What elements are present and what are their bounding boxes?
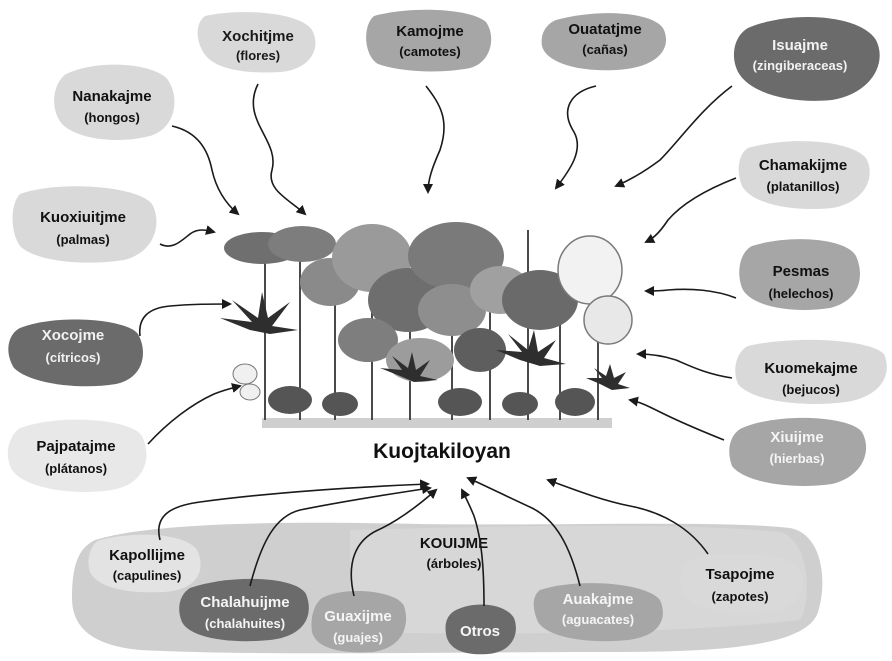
arrow-chalahuijme	[249, 484, 432, 587]
blob-kamojme	[366, 9, 492, 72]
sublabel-xochitjme: (flores)	[236, 48, 280, 63]
blob-auakajme	[533, 583, 663, 642]
arrow-otros	[461, 488, 485, 607]
blob-pajpatajme	[7, 419, 147, 492]
sublabel-xiuijme: (hierbas)	[770, 451, 825, 466]
blob-chalahuijme	[179, 578, 309, 642]
blob-tsapojme	[680, 553, 803, 614]
label-chalahuijme: Chalahuijme	[200, 594, 289, 611]
label-kuoxiuitjme: Kuoxiuitjme	[40, 209, 126, 226]
arrow-tsapojme	[546, 478, 709, 555]
arrow-xochitjme	[252, 83, 307, 216]
sublabel-pesmas: (helechos)	[768, 286, 833, 301]
arrow-nanakajme	[171, 125, 240, 216]
sublabel-isuajme: (zingiberaceas)	[753, 58, 848, 73]
sublabel-ouatatjme: (cañas)	[582, 42, 628, 57]
arrow-guaxijme	[350, 488, 438, 597]
blob-otros	[445, 604, 516, 655]
trees-group-subtitle: (árboles)	[427, 556, 482, 571]
blob-ouatatjme	[541, 13, 666, 71]
arrow-kapollijme	[158, 479, 430, 541]
blob-xochitjme	[197, 12, 316, 73]
label-tsapojme: Tsapojme	[706, 566, 775, 583]
sublabel-kapollijme: (capulines)	[113, 568, 182, 583]
label-kuomekajme: Kuomekajme	[764, 360, 857, 377]
blob-kapollijme	[88, 534, 201, 593]
label-xocojme: Xocojme	[42, 327, 105, 344]
arrow-xocojme	[139, 299, 232, 337]
sublabel-kuoxiuitjme: (palmas)	[56, 232, 109, 247]
sublabel-guaxijme: (guajes)	[333, 630, 383, 645]
blob-nanakajme	[54, 64, 175, 140]
blob-guaxijme	[311, 591, 407, 653]
blob-chamakijme	[738, 141, 870, 210]
label-pesmas: Pesmas	[773, 263, 830, 280]
sublabel-kuomekajme: (bejucos)	[782, 382, 840, 397]
label-kapollijme: Kapollijme	[109, 547, 185, 564]
center-label: Kuojtakiloyan	[373, 440, 511, 463]
sublabel-chalahuijme: (chalahuites)	[205, 616, 285, 631]
arrow-pesmas	[644, 285, 737, 299]
label-kamojme: Kamojme	[396, 23, 464, 40]
label-guaxijme: Guaxijme	[324, 608, 392, 625]
blob-isuajme	[733, 16, 880, 101]
label-otros: Otros	[460, 623, 500, 640]
label-chamakijme: Chamakijme	[759, 157, 847, 174]
label-xochitjme: Xochitjme	[222, 28, 294, 45]
sublabel-xocojme: (cítricos)	[46, 350, 101, 365]
label-xiuijme: Xiuijme	[770, 429, 823, 446]
arrow-pajpatajme	[147, 383, 242, 445]
label-pajpatajme: Pajpatajme	[36, 438, 115, 455]
arrow-isuajme	[614, 85, 733, 188]
trees-group-title: KOUIJME	[420, 535, 488, 552]
forest-illustration	[220, 222, 633, 428]
blob-kuomekajme	[735, 339, 887, 404]
arrow-auakajme	[466, 476, 581, 587]
label-nanakajme: Nanakajme	[72, 88, 151, 105]
label-isuajme: Isuajme	[772, 37, 828, 54]
label-ouatatjme: Ouatatjme	[568, 21, 641, 38]
sublabel-chamakijme: (platanillos)	[767, 179, 840, 194]
arrow-kuomekajme	[636, 349, 733, 379]
arrow-ouatatjme	[554, 85, 597, 190]
sublabel-kamojme: (camotes)	[399, 44, 460, 59]
label-auakajme: Auakajme	[563, 591, 634, 608]
blob-pesmas	[739, 239, 860, 310]
arrow-chamakijme	[644, 177, 737, 243]
sublabel-pajpatajme: (plátanos)	[45, 461, 107, 476]
sublabel-tsapojme: (zapotes)	[711, 589, 768, 604]
arrow-kamojme	[423, 85, 445, 194]
blob-xiuijme	[729, 417, 867, 486]
blob-kuoxiuitjme	[12, 186, 157, 263]
blob-xocojme	[8, 319, 143, 387]
forest-ground	[262, 418, 612, 428]
arrow-kuoxiuitjme	[159, 225, 216, 247]
arrow-xiuijme	[628, 396, 725, 441]
sublabel-nanakajme: (hongos)	[84, 110, 140, 125]
sublabel-auakajme: (aguacates)	[562, 612, 634, 627]
